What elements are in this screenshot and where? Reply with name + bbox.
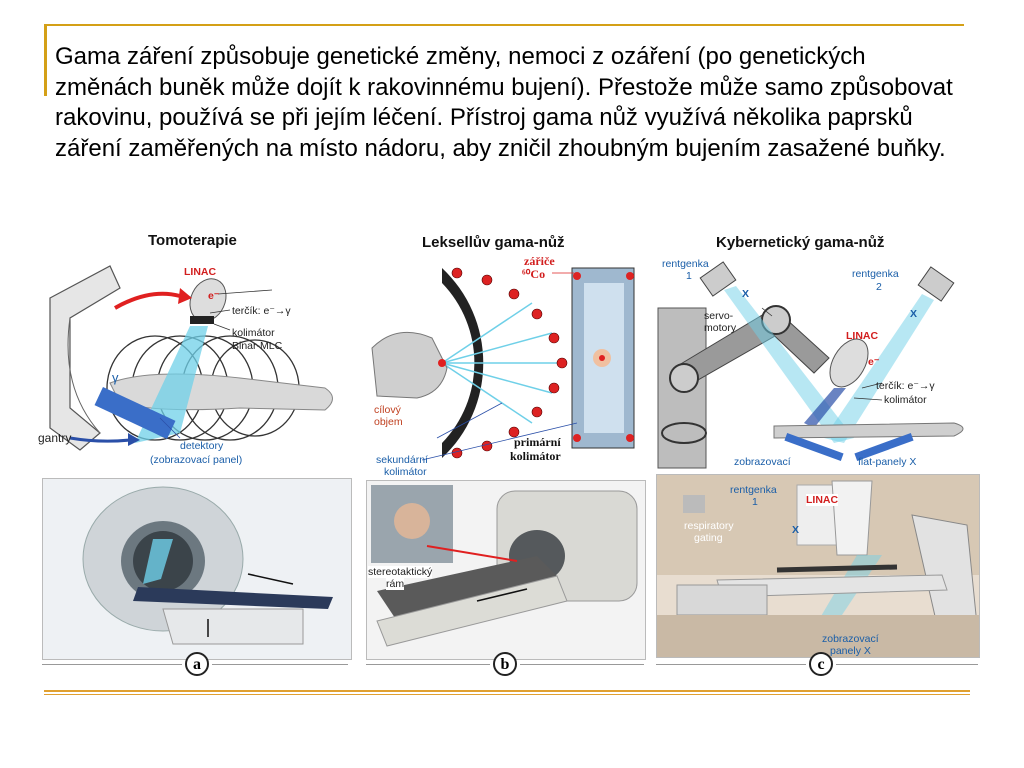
panel-b-cobalt-label: ⁶⁰Co (522, 267, 546, 281)
panel-b-primary-sub-label: kolimátor (510, 449, 561, 463)
panel-b-separator-2 (520, 664, 644, 665)
panel-c-x-label-2: X (910, 308, 918, 320)
bottom-rule-thin (44, 694, 970, 695)
panel-tomotherapy: Tomoterapie LINAC e⁻ (38, 228, 352, 676)
panel-c-respiratory-label: respiratory (684, 520, 734, 532)
panel-c-electron-label: e⁻ (868, 356, 880, 368)
gamma-knife-photo (366, 480, 646, 660)
panel-b-title: Leksellův gama-nůž (422, 234, 565, 251)
cyberknife-diagram (657, 261, 964, 469)
panel-c-separator (656, 664, 806, 665)
panel-b-secondary-sub-label: kolimátor (384, 466, 427, 478)
panel-c-xray2-num: 2 (876, 281, 882, 293)
panel-c-imaging-label: zobrazovací (734, 456, 791, 468)
panel-b-badge: b (493, 652, 517, 676)
panel-c-photo-xray-label: rentgenka (730, 484, 777, 496)
panel-a-gamma-label: γ (112, 370, 119, 385)
panel-c-photo-panels-label: zobrazovací (822, 633, 879, 645)
panel-b-secondary-label: sekundární (376, 454, 428, 466)
left-rule (44, 24, 47, 96)
panel-c-flat-label: flat-panely X (858, 456, 917, 468)
gamma-knife-diagram (371, 267, 635, 461)
panel-a-detectors-label: detektory (180, 440, 224, 452)
panel-a-badge: a (185, 652, 209, 676)
panel-c-gating-label: gating (694, 532, 723, 544)
panel-c-servo-sub-label: motory (704, 322, 737, 334)
panel-b-target-sub-label: objem (374, 416, 403, 428)
panel-c-xray2-label: rentgenka (852, 268, 899, 280)
tomotherapy-photo (42, 478, 352, 660)
tomotherapy-diagram (49, 265, 333, 451)
panel-cyberknife: Kybernetický gama-nůž rentgenka 1 rentge… (654, 228, 984, 676)
panel-gamma-knife: Leksellův gama-nůž (362, 228, 648, 676)
panel-c-separator-2 (836, 664, 978, 665)
panel-b-frame-sub-label: rám (386, 578, 405, 590)
panel-a-separator (42, 664, 182, 665)
panel-c-x-label-1: X (742, 288, 750, 300)
panel-b-target-label: cílový (374, 404, 401, 416)
panel-b-primary-label: primární (514, 435, 561, 449)
panel-b-frame-label: stereotaktický (368, 566, 433, 578)
panel-c-collimator-label: kolimátor (884, 394, 927, 406)
panel-c-xray1-num: 1 (686, 270, 692, 282)
panel-b-separator (366, 664, 490, 665)
bottom-rule (44, 690, 970, 692)
panel-c-photo-xray-num: 1 (752, 496, 758, 508)
panel-c-title: Kybernetický gama-nůž (716, 234, 885, 251)
body-paragraph: Gama záření způsobuje genetické změny, n… (55, 43, 953, 162)
panel-a-collimator-label: kolimátor (232, 327, 275, 339)
panel-a-target-label: terčík: e⁻→γ (232, 305, 291, 317)
panel-a-gantry-label: gantry (38, 431, 72, 445)
panel-a-electron-label: e⁻ (208, 290, 220, 302)
panel-c-servo-label: servo- (704, 310, 734, 322)
panel-c-photo-panels-sub-label: panely X (830, 645, 871, 657)
cyberknife-photo (656, 474, 980, 658)
panel-c-photo-linac-label: LINAC (806, 494, 839, 506)
top-rule (44, 24, 964, 26)
panel-a-linac-label: LINAC (184, 266, 217, 278)
panel-a-mlc-label: Binar-MLC (232, 340, 283, 352)
panel-c-xray1-label: rentgenka (662, 258, 709, 270)
panel-c-badge: c (809, 652, 833, 676)
panel-c-photo-x-label: X (792, 524, 800, 536)
panel-b-source-label: zářiče (524, 254, 555, 268)
panel-a-title: Tomoterapie (148, 232, 237, 249)
panel-c-linac-label: LINAC (846, 330, 879, 342)
panel-a-detectors-sub-label: (zobrazovací panel) (150, 454, 243, 466)
panel-c-target-label: terčík: e⁻→γ (876, 380, 935, 392)
panel-a-separator-2 (212, 664, 348, 665)
